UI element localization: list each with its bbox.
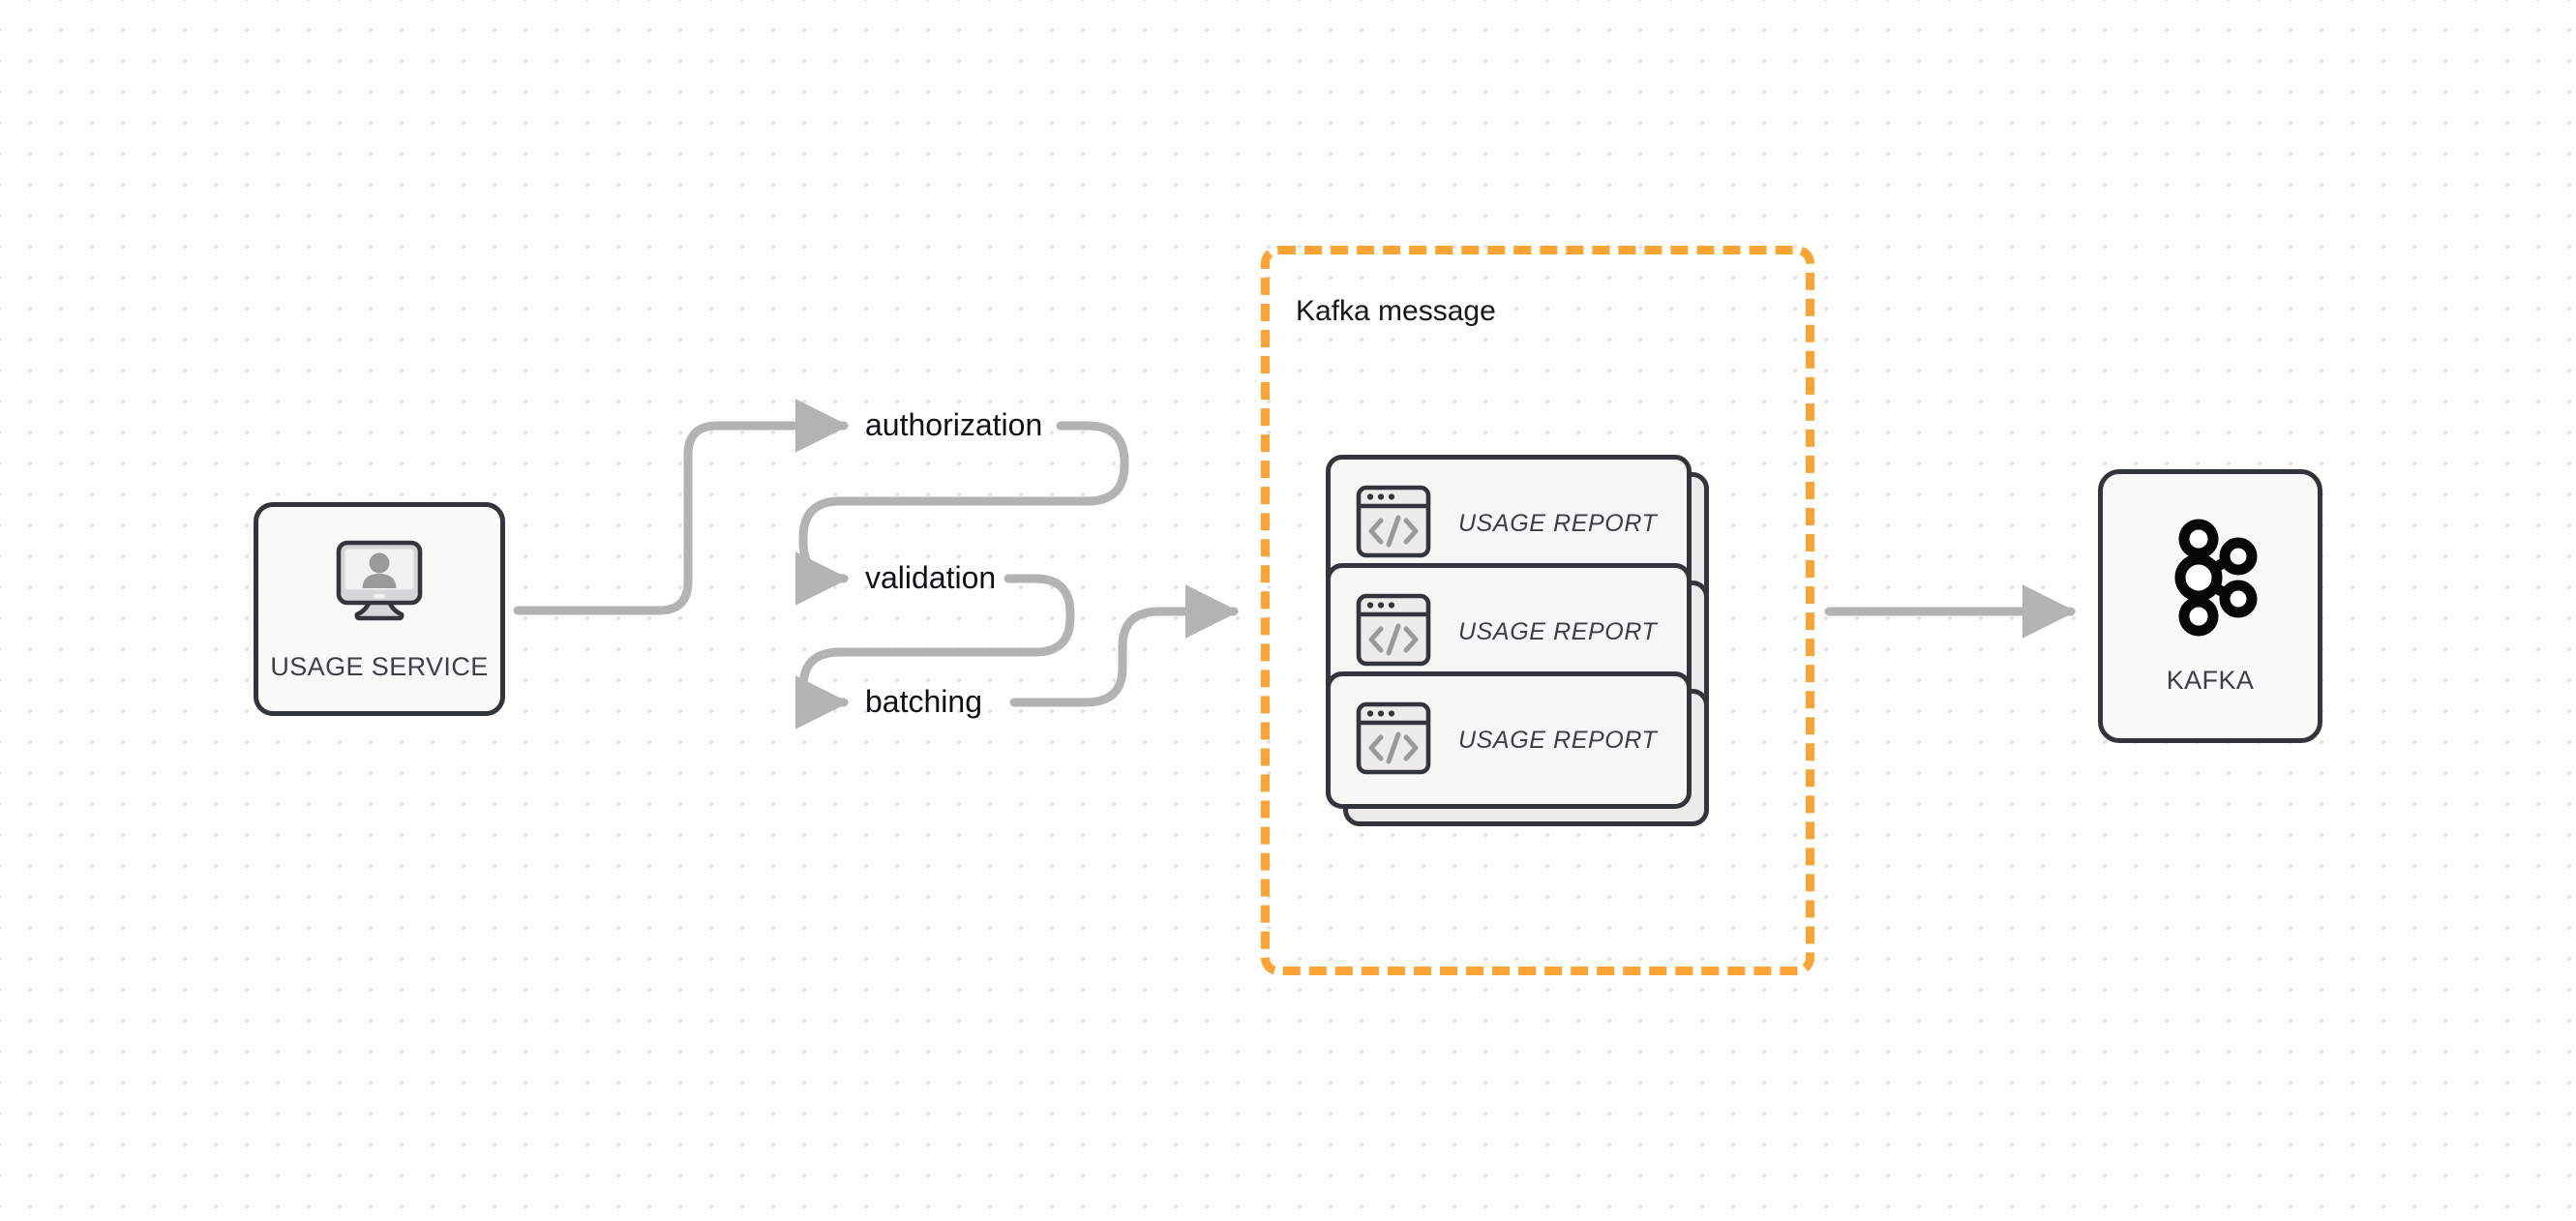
card-usage-report[interactable]: USAGE REPORT [1326,671,1709,826]
edge-usage-service-to-authorization [513,399,850,615]
code-window-icon [1356,593,1431,671]
edge-authorization-to-validation [794,421,1129,606]
monitor-user-icon [334,537,425,631]
node-label-kafka: KAFKA [2166,665,2255,695]
code-window-icon [1356,701,1431,780]
edge-label-authorization: authorization [865,407,1043,442]
node-label-usage-service: USAGE SERVICE [270,651,489,681]
edge-label-batching: batching [865,684,982,719]
node-kafka[interactable]: KAFKA [2098,469,2322,743]
edge-label-validation: validation [865,560,997,595]
group-kafka-message [1261,246,1814,975]
code-window-icon [1356,485,1431,563]
kafka-logo-icon [2158,518,2262,642]
group-title-kafka-message: Kafka message [1296,295,1496,327]
card-label: USAGE REPORT [1458,726,1658,754]
card-label: USAGE REPORT [1458,509,1658,537]
edge-batching-to-kafka-message [1009,584,1240,707]
node-usage-service[interactable]: USAGE SERVICE [254,502,505,716]
card-label: USAGE REPORT [1458,617,1658,645]
